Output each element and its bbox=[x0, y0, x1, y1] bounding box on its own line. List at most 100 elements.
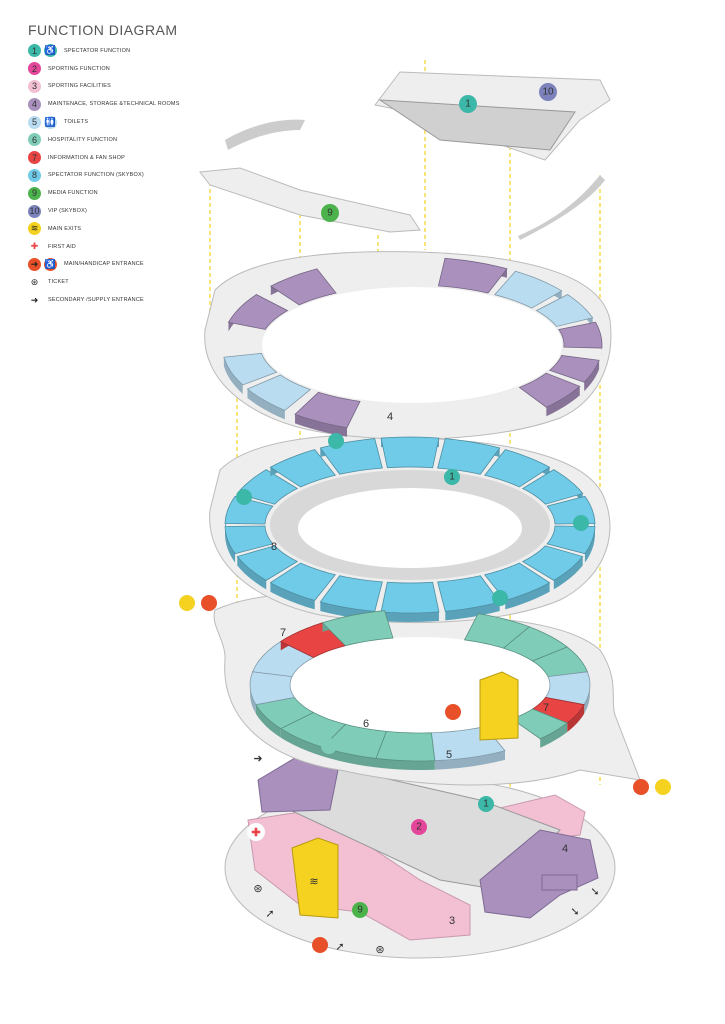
label-hospitality: 6 bbox=[363, 718, 369, 730]
handicap-entrance-icon bbox=[445, 704, 461, 720]
first-aid-cross: ✚ bbox=[251, 827, 260, 839]
toilets-icon: 🚻 bbox=[44, 115, 57, 129]
legend-item: 2 SPORTING FUNCTION bbox=[28, 60, 180, 78]
maintenance-block-west bbox=[257, 754, 341, 813]
legend-item: 1♿ SPECTATOR FUNCTION bbox=[28, 42, 180, 60]
legend-label: SPECTATOR FUNCTION (SKYBOX) bbox=[48, 172, 144, 179]
diagram-title: FUNCTION DIAGRAM bbox=[28, 22, 178, 38]
maintenance-block bbox=[227, 294, 289, 330]
skybox-block bbox=[437, 575, 501, 612]
level-3-void bbox=[298, 488, 522, 568]
handicap-entrance-icon bbox=[312, 937, 328, 953]
secondary-entrance-arrow-icon: ➚ bbox=[265, 908, 274, 920]
legend-item: ≋MAIN EXITS bbox=[28, 220, 180, 238]
wheelchair-icon bbox=[328, 433, 344, 449]
skybox-block bbox=[236, 545, 299, 581]
legend-number-badge: 5 bbox=[28, 115, 41, 129]
building-blocks bbox=[223, 257, 603, 770]
toilet-block bbox=[494, 270, 563, 309]
wheelchair-icon: ♿ bbox=[44, 44, 57, 58]
skybox-block-side bbox=[584, 526, 595, 563]
legend-number-badge: 7 bbox=[28, 151, 41, 165]
label-vip: 10 bbox=[542, 87, 554, 98]
entrance-arrow-icon: ➚ bbox=[335, 941, 344, 953]
legend-label: VIP (SKYBOX) bbox=[48, 208, 87, 215]
maintenance-block bbox=[269, 268, 337, 306]
legend-label: TICKET bbox=[48, 279, 69, 286]
legend-number-badge: 2 bbox=[28, 62, 41, 76]
wheelchair-icon bbox=[492, 590, 508, 606]
level-1-ground: ≋ ✚ 1 2 3 4 9 ⊛ ⊛ ➚ ➚ ➜ ➘ ➘ bbox=[224, 753, 616, 959]
maintenance-block-side bbox=[295, 414, 348, 437]
hospitality-block bbox=[511, 708, 569, 740]
roof-arc-east bbox=[518, 175, 605, 240]
label-skybox: 8 bbox=[271, 541, 277, 553]
legend-label: TOILETS bbox=[64, 119, 89, 126]
stairs-icon: ≋ bbox=[309, 876, 318, 888]
ticket-icon: ⊛ bbox=[30, 276, 39, 287]
legend-number-badge: 4 bbox=[28, 97, 41, 111]
skybox-block bbox=[236, 469, 299, 505]
legend-label: MEDIA FUNCTION bbox=[48, 190, 98, 197]
roof-arc-west bbox=[225, 119, 305, 150]
info-shop-block-side bbox=[567, 704, 585, 732]
legend-label: SPECTATOR FUNCTION bbox=[64, 47, 131, 54]
hospitality-block-side bbox=[280, 728, 323, 757]
exit-stairs-icon: ≋ bbox=[28, 222, 41, 236]
legend-number-badge: 8 bbox=[28, 168, 41, 182]
skybox-block bbox=[521, 545, 584, 581]
secondary-entrance-arrow-icon: ➜ bbox=[253, 753, 262, 765]
label-info-shop-west: 7 bbox=[280, 627, 286, 639]
skybox-block bbox=[269, 449, 337, 488]
secondary-entrance-arrow-icon: ➘ bbox=[570, 906, 579, 918]
legend-label: SPORTING FUNCTION bbox=[48, 65, 110, 72]
label-sporting-facilities: 3 bbox=[449, 915, 455, 927]
hospitality-block-side bbox=[255, 704, 281, 738]
legend-label: FIRST AID bbox=[48, 243, 76, 250]
exit-stairs-icon bbox=[655, 779, 671, 795]
handicap-entrance-icon: ♿ bbox=[44, 257, 57, 271]
first-aid-icon: ✚ bbox=[30, 241, 39, 252]
legend-number-badge: 9 bbox=[28, 186, 41, 200]
maintenance-block-east bbox=[479, 829, 599, 919]
upper-tribune-seats bbox=[378, 99, 576, 151]
legend-item: ⊛ TICKET bbox=[28, 273, 180, 291]
toilet-block bbox=[249, 671, 296, 706]
toilet-block bbox=[535, 294, 594, 327]
secondary-entrance-arrow-icon: ➘ bbox=[590, 886, 599, 898]
label-spectator-roof: 1 bbox=[465, 99, 471, 110]
legend-label: SECONDARY /SUPPLY ENTRANCE bbox=[48, 297, 144, 304]
skybox-block bbox=[521, 469, 584, 505]
legend-label: SPORTING FACILITIES bbox=[48, 83, 111, 90]
roof-level: 1 10 9 bbox=[199, 71, 611, 240]
maintenance-block bbox=[518, 372, 581, 408]
skybox-block-side bbox=[381, 611, 439, 622]
entrance-arrow-icon bbox=[633, 779, 649, 795]
hospitality-block-side bbox=[540, 723, 568, 748]
skybox-block bbox=[380, 436, 440, 469]
label-toilets: 5 bbox=[446, 749, 452, 761]
legend-item: ✚ FIRST AID bbox=[28, 238, 180, 256]
skybox-block bbox=[269, 562, 337, 601]
toilet-block bbox=[223, 352, 278, 386]
label-spectator-l3: 1 bbox=[449, 472, 455, 483]
first-aid-icon bbox=[247, 823, 265, 841]
label-info-shop-east: 7 bbox=[543, 702, 549, 714]
legend-number-badge: 1 bbox=[28, 44, 41, 58]
ticket-icon: ⊛ bbox=[253, 883, 262, 895]
skybox-block bbox=[319, 575, 383, 612]
exit-stairs-icon bbox=[179, 595, 195, 611]
legend-item: 5🚻 TOILETS bbox=[28, 113, 180, 131]
level-4-void bbox=[262, 287, 562, 403]
legend-label: INFORMATION & FAN SHOP bbox=[48, 154, 126, 161]
label-sporting-function: 2 bbox=[416, 822, 422, 833]
hospitality-block bbox=[321, 610, 394, 647]
skybox-block bbox=[380, 581, 440, 614]
maintenance-block bbox=[558, 321, 603, 349]
skybox-block-side bbox=[505, 582, 550, 610]
legend-item: 9 MEDIA FUNCTION bbox=[28, 184, 180, 202]
skybox-block bbox=[546, 525, 596, 555]
toilet-block-side bbox=[434, 750, 505, 770]
